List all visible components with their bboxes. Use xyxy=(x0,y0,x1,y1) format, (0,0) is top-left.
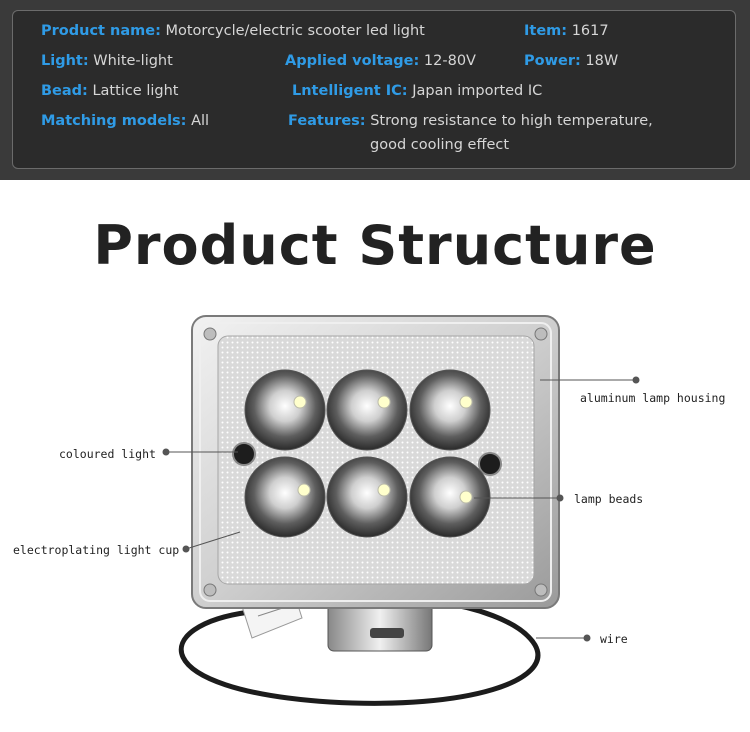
spec-key: Features: xyxy=(288,113,366,129)
spec-key: Bead: xyxy=(41,83,88,99)
spec-item: Item: 1617 xyxy=(524,23,609,39)
lamp-bead xyxy=(459,395,473,409)
light-cup xyxy=(409,456,491,538)
spec-features: Features: Strong resistance to high temp… xyxy=(288,113,653,153)
spec-intelligent-ic: Lntelligent IC: Japan imported IC xyxy=(292,83,542,99)
lamp-bead xyxy=(293,395,307,409)
light-cups xyxy=(244,369,491,538)
spec-value: Strong resistance to high temperature, xyxy=(370,113,653,129)
callout-light-cup: electroplating light cup xyxy=(13,543,180,557)
spec-light: Light: White-light xyxy=(41,53,173,69)
spec-value: Motorcycle/electric scooter led light xyxy=(165,23,425,39)
spec-value: 18W xyxy=(585,53,619,69)
spec-panel: Product name: Motorcycle/electric scoote… xyxy=(12,10,736,169)
spec-key: Applied voltage: xyxy=(285,53,420,69)
spec-value: 1617 xyxy=(571,23,609,39)
spec-key: Product name: xyxy=(41,23,161,39)
spec-value: Japan imported IC xyxy=(412,83,543,99)
spec-value: White-light xyxy=(93,53,173,69)
spec-key: Light: xyxy=(41,53,89,69)
lamp-bead xyxy=(459,490,473,504)
spec-key: Lntelligent IC: xyxy=(292,83,408,99)
callout-coloured-light: coloured light xyxy=(59,447,156,461)
spec-key: Power: xyxy=(524,53,581,69)
light-cup xyxy=(244,456,326,538)
spec-matching-models: Matching models: All xyxy=(41,113,209,129)
callout-lamp-beads: lamp beads xyxy=(574,492,644,506)
light-cup xyxy=(244,369,326,451)
spec-product-name: Product name: Motorcycle/electric scoote… xyxy=(41,23,425,39)
lamp-bead xyxy=(297,483,311,497)
spec-value: Lattice light xyxy=(92,83,179,99)
section-title: Product Structure xyxy=(93,214,657,277)
light-cup xyxy=(409,369,491,451)
coloured-light-left xyxy=(232,442,256,466)
spec-power: Power: 18W xyxy=(524,53,618,69)
coloured-light-right xyxy=(478,452,502,476)
light-cup xyxy=(326,456,408,538)
spec-key: Matching models: xyxy=(41,113,187,129)
light-cup xyxy=(326,369,408,451)
spec-value: All xyxy=(191,113,210,129)
spec-applied-voltage: Applied voltage: 12-80V xyxy=(285,53,476,69)
lamp-bead xyxy=(377,395,391,409)
callout-housing: aluminum lamp housing xyxy=(580,391,726,405)
wire xyxy=(178,600,541,706)
spec-value-continued: good cooling effect xyxy=(370,137,510,153)
spec-key: Item: xyxy=(524,23,568,39)
spec-value: 12-80V xyxy=(423,53,476,69)
spec-band: Product name: Motorcycle/electric scoote… xyxy=(0,0,750,180)
spec-bead: Bead: Lattice light xyxy=(41,83,178,99)
lamp-bead xyxy=(377,483,391,497)
callout-wire: wire xyxy=(600,632,628,646)
